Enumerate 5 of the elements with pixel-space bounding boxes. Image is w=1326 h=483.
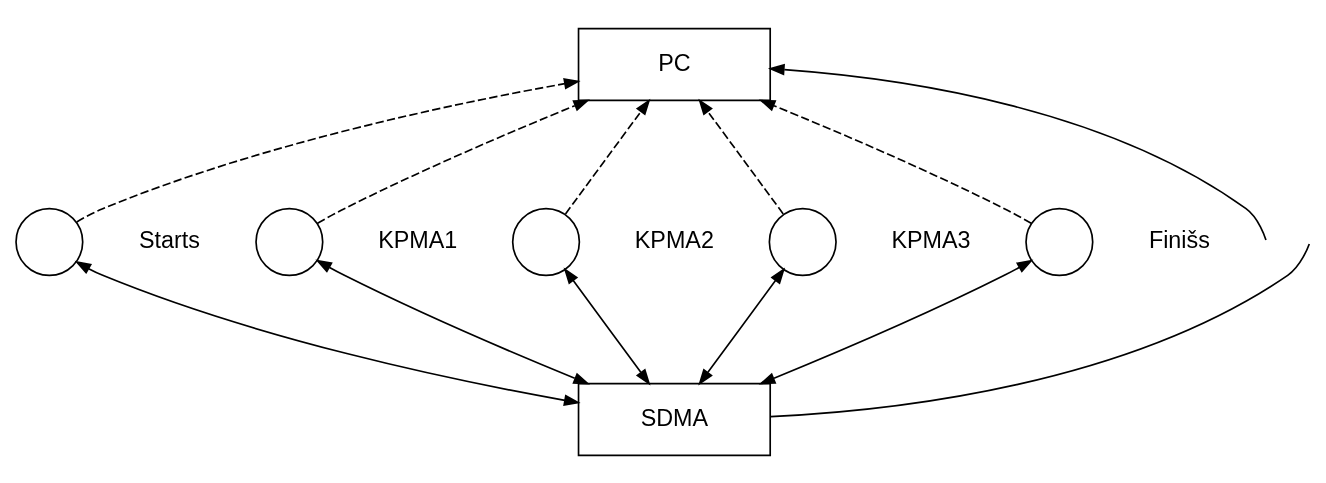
node-label: KPMA2: [634, 226, 714, 253]
node-label: KPMA1: [378, 226, 458, 253]
node-label: Starts: [138, 226, 200, 253]
node-label: KPMA3: [891, 226, 971, 253]
node-label: Finišs: [1148, 226, 1210, 253]
